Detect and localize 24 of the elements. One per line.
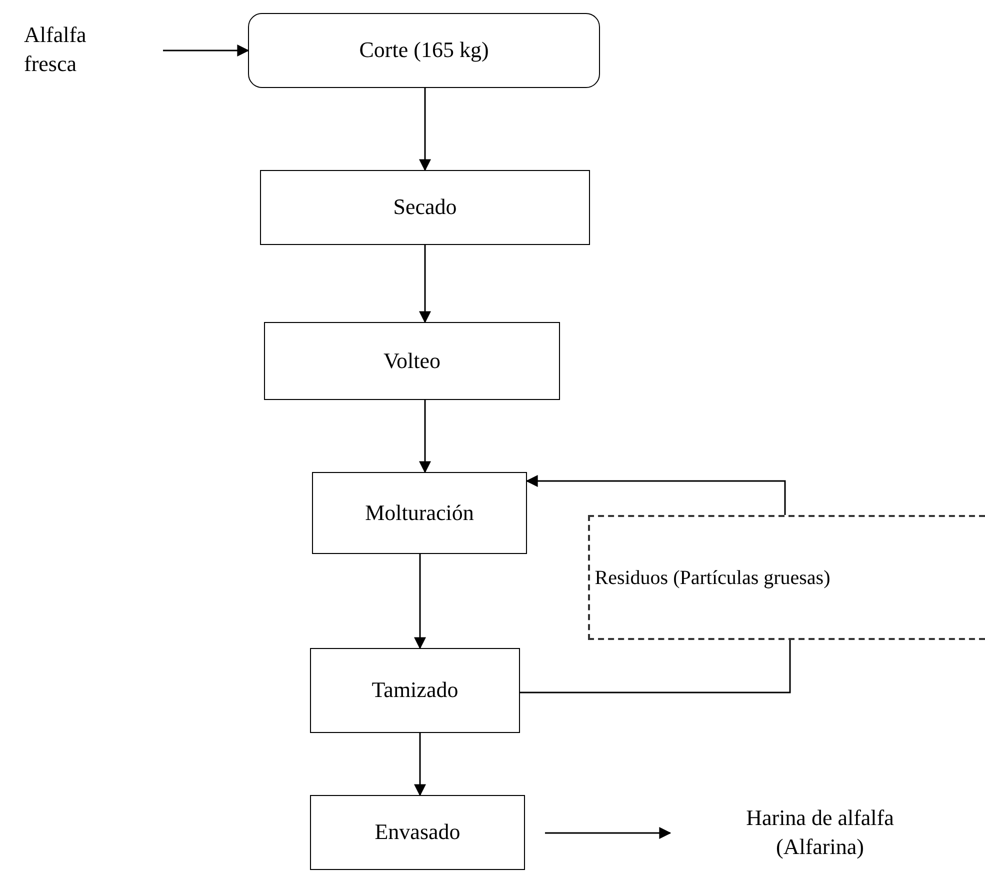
box-label: Envasado: [374, 818, 460, 846]
box-label: Tamizado: [372, 676, 458, 704]
box-label: Molturación: [365, 498, 474, 527]
process-box: [310, 648, 520, 733]
arrow: [545, 827, 672, 839]
arrow: [414, 733, 426, 796]
arrow: [163, 44, 250, 56]
process-box: [312, 472, 527, 554]
box-label: Corte (165 kg): [359, 36, 489, 64]
arrow: [419, 245, 431, 324]
arrow: [419, 400, 431, 474]
process-box: [248, 13, 600, 88]
process-box: [310, 795, 525, 870]
process-box: [264, 322, 560, 400]
box-label: Residuos (Partículas gruesas): [594, 566, 832, 590]
waste-box: [588, 515, 985, 640]
box-label: Secado: [393, 193, 457, 222]
arrow: [414, 554, 426, 650]
text-label: Harina de alfalfa (Alfarina): [745, 804, 895, 861]
arrow: [526, 475, 786, 515]
box-label: Volteo: [383, 346, 441, 375]
arrow: [419, 88, 431, 172]
text-label: Alfalfa fresca: [24, 21, 88, 78]
process-box: [260, 170, 590, 245]
